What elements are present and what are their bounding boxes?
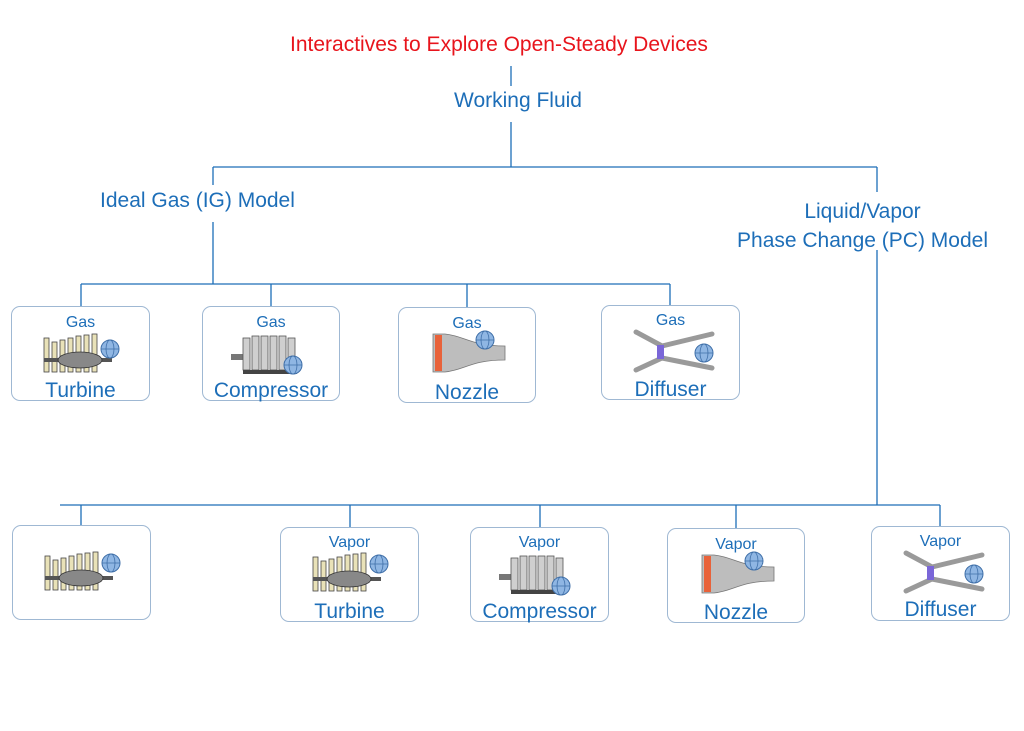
turbine-icon: [312, 552, 389, 592]
card-label: Turbine: [314, 600, 385, 623]
card-label: Nozzle: [434, 381, 500, 404]
phase-change-model-label: Liquid/Vapor Phase Change (PC) Model: [720, 197, 1005, 255]
gas-diffuser-card[interactable]: Gas Diffuser: [601, 305, 740, 400]
vapor-turbine-card[interactable]: Vapor Turbine: [280, 527, 419, 622]
phase-change-line2: Phase Change (PC) Model: [737, 229, 988, 252]
card-kind: Gas: [65, 314, 96, 331]
globe-icon: [475, 330, 495, 350]
turbine-icon: [44, 551, 121, 591]
card-label: Compressor: [213, 379, 329, 402]
globe-icon: [551, 576, 571, 596]
card-kind: Vapor: [328, 534, 371, 551]
diffuser-icon: [633, 329, 715, 373]
working-fluid-label: Working Fluid: [454, 89, 582, 112]
card-label: Diffuser: [634, 378, 707, 401]
globe-icon: [283, 355, 303, 375]
compressor-icon: [499, 555, 571, 596]
gas-nozzle-card[interactable]: Gas Nozzle: [398, 307, 536, 403]
gas-compressor-card[interactable]: Gas Compressor: [202, 306, 340, 401]
card-kind: Vapor: [518, 534, 561, 551]
globe-icon: [369, 554, 389, 574]
nozzle-icon: [701, 551, 775, 594]
vapor-compressor-card[interactable]: Vapor Compressor: [470, 527, 609, 622]
card-label: Nozzle: [703, 601, 769, 624]
gas-turbine-card[interactable]: Gas Turbine: [11, 306, 150, 401]
turbine-icon: [43, 333, 120, 373]
card-label: Compressor: [482, 600, 597, 623]
globe-icon: [694, 343, 714, 363]
diffuser-icon: [903, 550, 985, 594]
globe-icon: [100, 339, 120, 359]
vapor-diffuser-card[interactable]: Vapor Diffuser: [871, 526, 1010, 621]
card-kind: Vapor: [919, 533, 962, 550]
card-kind: Vapor: [715, 536, 757, 553]
card-kind: Gas: [256, 314, 286, 331]
card-label: Turbine: [45, 379, 116, 402]
card-kind: Gas: [452, 315, 482, 332]
page-title: Interactives to Explore Open-Steady Devi…: [290, 33, 708, 56]
compressor-icon: [231, 335, 303, 375]
globe-icon: [964, 564, 984, 584]
vapor-nozzle-card[interactable]: Vapor Nozzle: [667, 528, 805, 623]
card-label: Diffuser: [904, 598, 977, 621]
globe-icon: [101, 553, 121, 573]
ideal-gas-model-label: Ideal Gas (IG) Model: [100, 189, 295, 212]
card-kind: Gas: [655, 312, 686, 329]
phase-change-line1: Liquid/Vapor: [804, 200, 921, 223]
vapor-blank-turbine-card[interactable]: [12, 525, 151, 620]
nozzle-icon: [432, 330, 506, 373]
globe-icon: [744, 551, 764, 571]
